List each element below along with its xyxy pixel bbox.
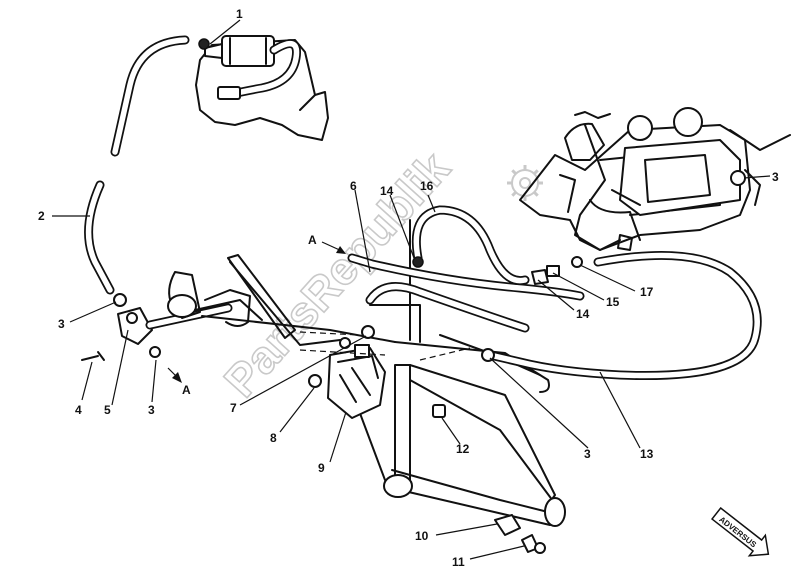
callout-14: 14 [576, 307, 590, 321]
fuel-tap-fitting [81, 293, 233, 361]
fitting-7 [361, 325, 375, 339]
direction-arrow-a-bottom: A [167, 367, 191, 397]
fitting-14-top [412, 256, 424, 268]
callout-15: 15 [606, 295, 620, 309]
arrow-a-top-label: A [308, 233, 317, 247]
fitting-3-right [730, 170, 746, 186]
callout-8: 8 [270, 431, 277, 445]
direction-arrow-a-top: A [308, 233, 346, 254]
hose-clamp-1 [198, 38, 210, 50]
gear-icon [507, 165, 543, 201]
callout-12: 12 [456, 442, 470, 456]
callout-11: 11 [452, 555, 465, 569]
callout-9: 9 [318, 461, 325, 475]
fuel-hose-13 [485, 250, 762, 380]
arrow-a-bottom-label: A [182, 383, 191, 397]
rubber-mount-10 [494, 514, 521, 536]
carburetor-assembly [519, 107, 791, 251]
callout-5: 5 [104, 403, 111, 417]
fuel-hose-6 [347, 253, 585, 333]
fuel-hose-2 [84, 180, 115, 295]
callout-1: 1 [236, 7, 243, 21]
callout-3: 3 [584, 447, 591, 461]
callout-6: 6 [350, 179, 357, 193]
fitting-17 [571, 256, 583, 268]
adversus-arrow: ADVERSUS [710, 506, 770, 557]
fitting-12 [432, 404, 446, 418]
fuel-hose-16 [411, 205, 530, 286]
fitting-3-frame [481, 348, 495, 362]
leader-lines [52, 19, 771, 560]
nut-11 [521, 534, 546, 554]
callout-3: 3 [148, 403, 155, 417]
fuel-pump [308, 337, 386, 419]
fuel-filter-assembly [110, 35, 329, 157]
callout-2: 2 [38, 209, 45, 223]
callout-13: 13 [640, 447, 654, 461]
fitting-14-right [531, 269, 549, 285]
callout-17: 17 [640, 285, 654, 299]
callout-14: 14 [380, 184, 394, 198]
fitting-15 [546, 265, 560, 277]
callout-3: 3 [58, 317, 65, 331]
callout-3: 3 [772, 170, 779, 184]
callout-10: 10 [415, 529, 429, 543]
callout-7: 7 [230, 401, 237, 415]
callout-4: 4 [75, 403, 82, 417]
callout-labels: 1 2 3 3 3 3 4 5 6 7 8 9 10 11 12 13 14 1… [38, 7, 779, 569]
callout-16: 16 [420, 179, 434, 193]
